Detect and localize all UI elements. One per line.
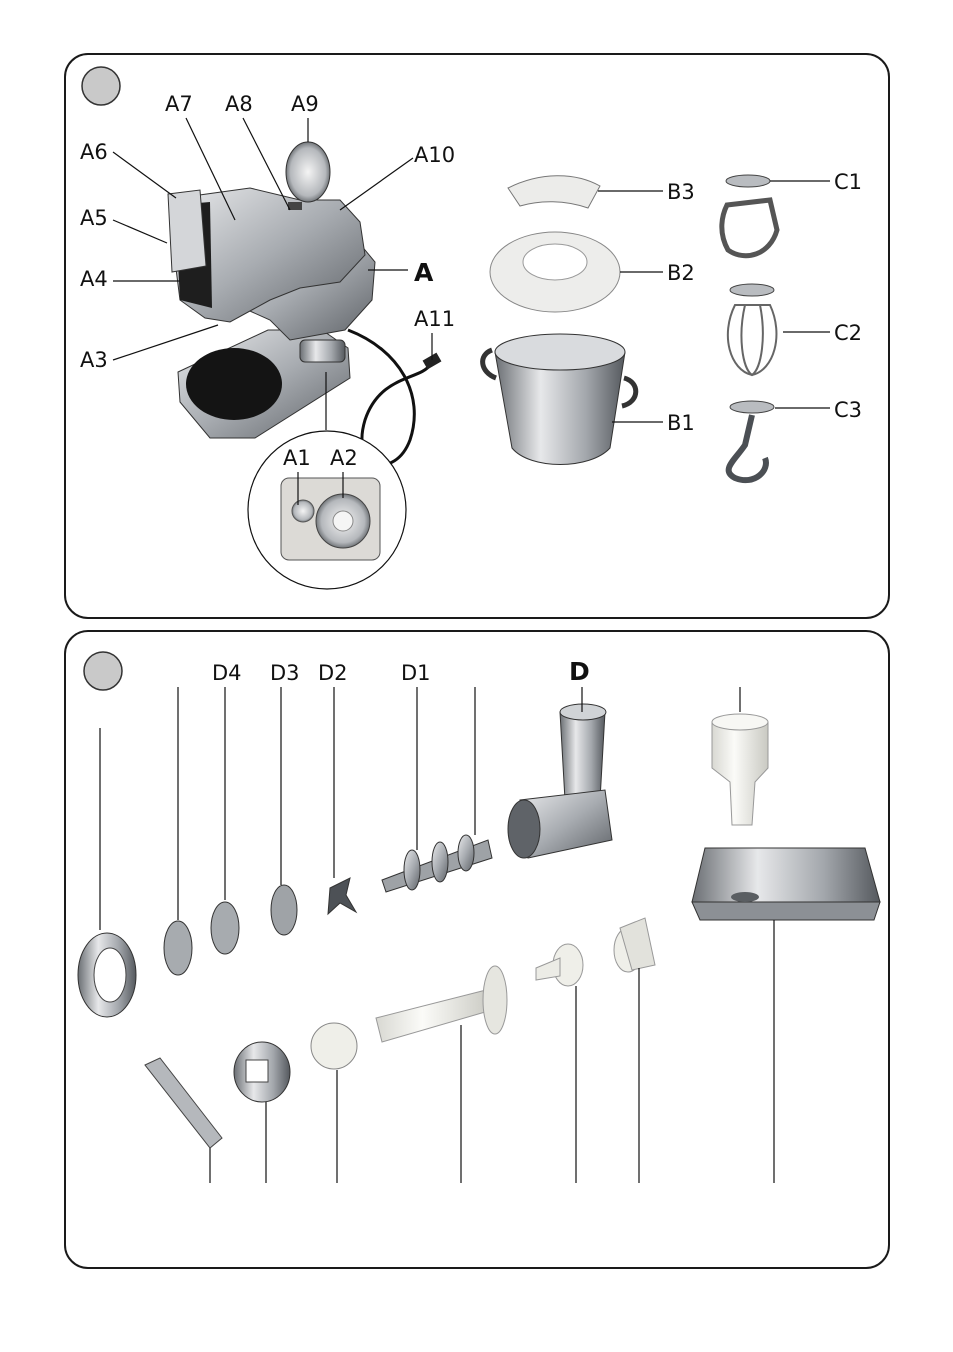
pusher-part bbox=[375, 965, 508, 1043]
label-a2: A2 bbox=[330, 446, 358, 470]
label-d3: D3 bbox=[270, 661, 300, 685]
label-a8: A8 bbox=[225, 92, 253, 116]
plate-part bbox=[163, 920, 193, 976]
label-a1: A1 bbox=[283, 446, 311, 470]
label-c2: C2 bbox=[834, 321, 862, 345]
label-b3: B3 bbox=[667, 180, 695, 204]
kebbe-part bbox=[535, 943, 584, 987]
b2-part bbox=[489, 231, 621, 313]
spacer-part bbox=[310, 1022, 358, 1070]
d2-part bbox=[327, 877, 358, 916]
label-a4: A4 bbox=[80, 267, 108, 291]
control-panel-zoom bbox=[247, 430, 407, 590]
spanner-part bbox=[144, 1057, 223, 1149]
c3-part bbox=[725, 400, 775, 483]
label-a7: A7 bbox=[165, 92, 193, 116]
ring-nut-part bbox=[77, 932, 137, 1018]
label-b1: B1 bbox=[667, 411, 695, 435]
label-a5: A5 bbox=[80, 206, 108, 230]
tray-part bbox=[691, 847, 881, 921]
panel-1-leader-lines bbox=[112, 117, 830, 505]
label-d4: D4 bbox=[212, 661, 242, 685]
label-c1: C1 bbox=[834, 170, 862, 194]
label-a9: A9 bbox=[291, 92, 319, 116]
figure-panel-1 bbox=[64, 53, 890, 619]
mincer-head-part bbox=[507, 703, 613, 859]
d4-part bbox=[210, 901, 240, 955]
kebbe-cap-part bbox=[613, 917, 656, 973]
funnel-part bbox=[711, 713, 769, 826]
label-c3: C3 bbox=[834, 398, 862, 422]
figure-1-badge bbox=[81, 66, 121, 106]
label-a: A bbox=[414, 258, 434, 287]
c2-part bbox=[726, 283, 778, 377]
d3-part bbox=[270, 884, 298, 936]
label-a6: A6 bbox=[80, 140, 108, 164]
label-a10: A10 bbox=[414, 143, 455, 167]
stand-mixer-illustration bbox=[167, 141, 442, 467]
panel-2-leader-lines bbox=[99, 687, 775, 1183]
label-d1: D1 bbox=[401, 661, 431, 685]
b1-part bbox=[480, 333, 639, 465]
adapter-part bbox=[233, 1041, 291, 1103]
label-b2: B2 bbox=[667, 261, 695, 285]
label-d2: D2 bbox=[318, 661, 348, 685]
label-a11: A11 bbox=[414, 307, 455, 331]
figure-2-badge bbox=[83, 651, 123, 691]
label-a3: A3 bbox=[80, 348, 108, 372]
d1-part bbox=[381, 834, 493, 893]
c1-part bbox=[719, 174, 780, 259]
label-d: D bbox=[569, 657, 590, 686]
b3-part bbox=[507, 175, 601, 209]
